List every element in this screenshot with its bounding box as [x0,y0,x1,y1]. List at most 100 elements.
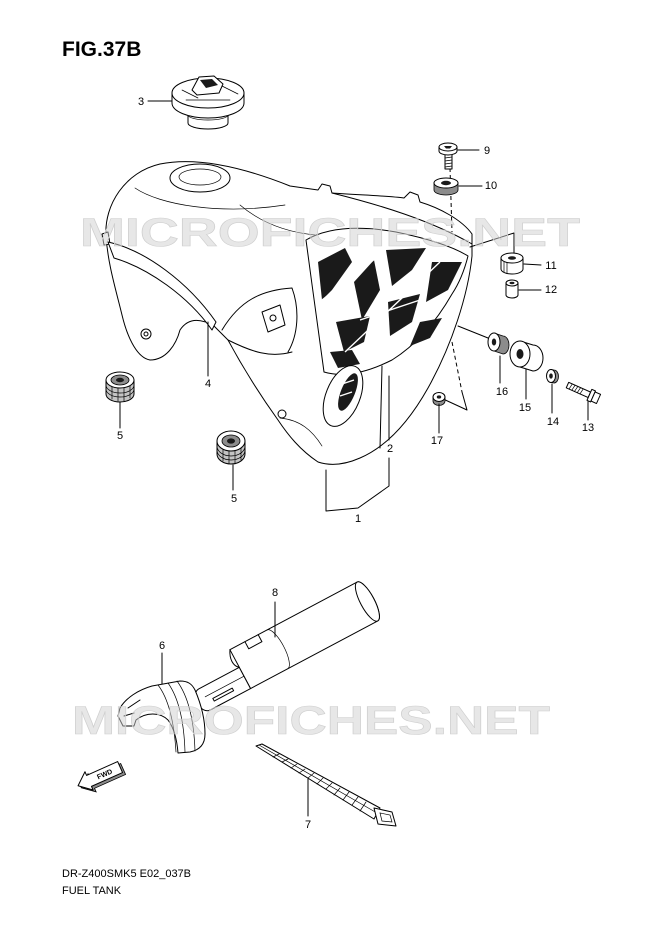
watermark-upper: MICROFICHES.NET [80,211,580,255]
tunnel-shadow [336,316,370,352]
bolt-shaft [565,381,592,399]
tunnel-rib-highlight [321,254,441,353]
tank-right-face-edge [379,365,383,449]
tunnel-shadow [386,248,426,286]
tie-band-buckle [373,807,397,827]
callout-6: 6 [159,640,165,685]
grommet-hole [116,377,124,383]
nut-part-17 [432,392,446,406]
tank-upper-ledge [331,192,473,245]
pipe-part-8 [194,581,380,712]
cushion-part-11 [500,252,524,275]
callout-number: 1 [355,513,361,525]
grommet-ribs [216,445,246,465]
grommet-part-10 [433,177,459,196]
callout-number: 15 [519,402,531,414]
protector-tab [123,699,141,717]
guide-line [457,325,489,339]
cushion-part-16 [487,332,510,355]
tank-side-recess [221,287,298,355]
tank-mount-hole-inner [143,331,149,337]
pipe-notch [244,634,263,650]
fuel-tank-part [101,161,473,465]
tank-lower-tab-hole [277,409,287,419]
grommet-hole [227,438,235,444]
tie-band-teeth [272,753,367,812]
forward-direction-arrow-icon: FWD [77,761,127,793]
callout-number: 2 [387,443,393,455]
callout-number: 8 [272,587,278,599]
callout-5-left: 5 [117,401,123,442]
grommet-part-5-middle [216,430,246,465]
callout-number: 5 [117,430,123,442]
protector-part-6 [117,680,206,754]
figure-title: FIG.37B [62,38,141,61]
bolt-head-recess [444,146,452,149]
tie-band-strap [255,743,381,820]
callout-number: 9 [484,145,490,157]
callout-5-middle: 5 [231,464,237,505]
bolt-thread [568,383,584,395]
cushion-shading [503,261,508,274]
grommet-part-5-left [105,371,135,403]
tank-side-bracket-hole [269,314,277,322]
callout-number: 7 [305,819,311,831]
grommet-ribs [105,384,135,402]
callout-number: 3 [138,96,144,108]
tank-side-edge-strip [107,241,217,331]
tunnel-shadow [410,318,442,346]
leader-bracket [325,457,390,512]
protector-ribs [157,680,196,753]
callout-number: 12 [545,284,557,296]
callout-number: 14 [547,416,559,428]
callout-9: 9 [457,145,490,157]
cap-latch-shadow [200,79,218,88]
guide-line [440,391,468,411]
bolt-head [590,391,602,404]
callout-number: 11 [545,260,556,272]
tie-band-buckle-slot [379,812,393,823]
washer-part-14 [546,369,559,384]
tank-oval-cutout-shadow [338,373,358,411]
guide-line [469,232,515,254]
callout-7: 7 [305,778,311,831]
cap-neck-ring [187,114,229,121]
callout-11: 11 [523,260,557,272]
callout-number: 6 [159,640,165,652]
watermark-lower: MICROFICHES.NET [72,699,550,743]
callout-number: 4 [205,378,211,390]
bolt-part-13 [565,381,602,404]
callout-16: 16 [496,355,508,398]
callout-15: 15 [519,368,531,414]
washer-hole [549,373,553,379]
filler-neck [169,163,231,193]
pipe-cut-edge [229,649,240,668]
callout-13: 13 [582,400,594,434]
collar-part-12 [505,279,519,299]
bolt-part-9 [438,142,458,170]
pipe-slit [212,687,235,702]
tunnel-shadow [330,350,360,368]
figure-model-code: DR-Z400SMK5 E02_037B [62,868,191,880]
callout-10: 10 [458,180,497,192]
collar-hole [509,281,515,285]
callout-17: 17 [431,403,443,447]
bolt-thread [444,156,453,168]
callout-4: 4 [205,321,211,390]
arrow-shape [77,761,124,791]
callout-number: 16 [496,386,508,398]
tunnel-shadow [354,260,380,320]
callout-3: 3 [138,96,173,108]
fuel-cap-part [171,75,245,130]
callout-number: 13 [582,422,594,434]
leader-line [523,263,542,266]
callout-12: 12 [518,284,557,296]
cushion-part-15 [509,340,544,372]
grommet-hole [441,180,451,186]
cap-detail-lines [181,85,239,101]
callout-8: 8 [272,587,278,638]
cushion-hole [508,256,516,260]
callout-number: 10 [485,180,497,192]
tank-oval-cutout-detail [339,379,355,397]
